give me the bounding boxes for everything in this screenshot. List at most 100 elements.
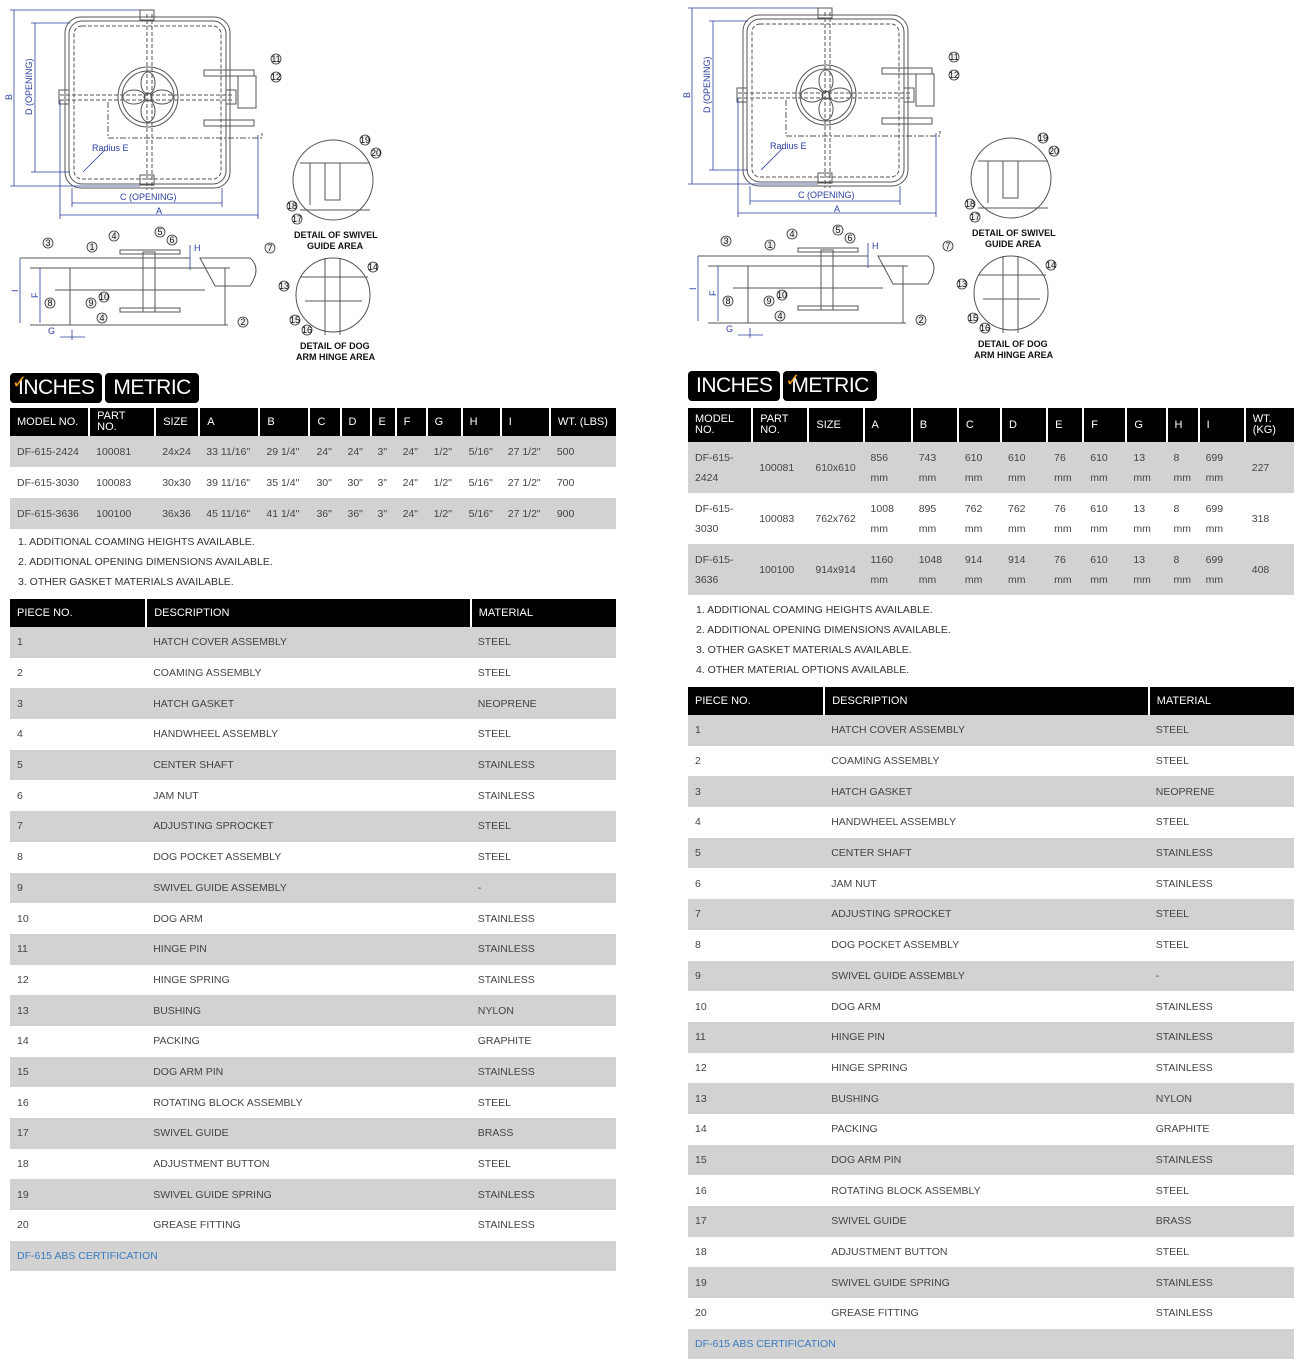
table-cell: 100083: [96, 476, 132, 489]
table-cell: STAINLESS: [477, 973, 535, 986]
column-header: H: [461, 408, 502, 436]
callout-number: 14: [1046, 260, 1056, 270]
callout-marker: [720, 235, 732, 247]
tab-inches[interactable]: ✓INCHES: [10, 372, 103, 403]
table-cell: 1: [688, 715, 825, 746]
table-cell: 8: [695, 939, 701, 952]
callout-number: 9: [88, 298, 93, 308]
note: 4. OTHER MATERIAL OPTIONS AVAILABLE.: [696, 664, 910, 676]
callout-number: 2: [918, 315, 923, 325]
callout-number: 4: [789, 229, 794, 239]
table-cell: GRAPHITE: [1155, 1123, 1210, 1136]
table-cell: 5/16": [461, 498, 501, 529]
column-header: DESCRIPTION: [824, 687, 1150, 715]
table-cell: 610 mm: [1083, 442, 1127, 493]
callout-number: 6: [169, 235, 174, 245]
table-cell: HANDWHEEL ASSEMBLY: [831, 816, 957, 829]
table-cell: 41 1/4": [259, 498, 310, 529]
table-cell: ADJUSTMENT BUTTON: [153, 1158, 270, 1171]
callout-marker: [85, 297, 97, 309]
table-cell: 19: [688, 1267, 825, 1299]
callout-marker: [844, 232, 856, 244]
callout-marker: [764, 239, 776, 251]
table-cell: STAINLESS: [1155, 1061, 1213, 1074]
callout-number: 14: [368, 262, 378, 272]
table-cell: 100081: [752, 442, 809, 493]
table-cell: 8 mm: [1166, 544, 1199, 595]
column-header: WT. (LBS): [549, 408, 616, 436]
callout-number: 16: [980, 323, 990, 333]
table-cell: 699 mm: [1198, 544, 1245, 595]
column-header: PIECE NO.: [10, 599, 148, 627]
table-cell: DOG ARM: [831, 1000, 881, 1013]
hatch-diagram: B D (OPENING) C (OPENING) A Radius E H I…: [4, 9, 382, 362]
table-cell: DOG ARM: [153, 912, 203, 925]
callout-number: 2: [240, 317, 245, 327]
callout-number: 7: [945, 241, 950, 251]
table-cell: DOG ARM PIN: [146, 1056, 471, 1088]
table-cell: STAINLESS: [470, 749, 616, 781]
tab-inches[interactable]: INCHES: [688, 371, 781, 401]
table-cell: 743 mm: [911, 442, 958, 493]
table-cell: SWIVEL GUIDE: [146, 1118, 471, 1149]
table-cell: 1/2": [426, 436, 462, 467]
abs-certification-link[interactable]: DF-615 ABS CERTIFICATION: [10, 1240, 616, 1272]
abs-certification-link[interactable]: DF-615 ABS CERTIFICATION: [688, 1328, 1294, 1360]
column-header: G: [1126, 408, 1168, 442]
callout-marker: [948, 69, 960, 81]
table-cell: STAINLESS: [1148, 837, 1294, 869]
table-cell: 11: [688, 1021, 825, 1053]
dim-g-label: G: [726, 324, 733, 334]
table-cell: HATCH GASKET: [824, 776, 1149, 808]
callout-marker: [301, 324, 313, 336]
tab-metric[interactable]: METRIC: [105, 373, 199, 403]
table-cell: NYLON: [470, 995, 616, 1026]
tab-label: METRIC: [113, 376, 191, 399]
table-cell: STAINLESS: [1155, 1000, 1213, 1013]
callout-marker: [264, 242, 276, 254]
table-cell: 27 1/2": [500, 498, 550, 529]
column-header: A: [863, 408, 913, 442]
table-cell: 610 mm: [1083, 544, 1127, 595]
table-cell: 20: [17, 1219, 29, 1232]
table-cell: 318: [1251, 512, 1270, 525]
table-cell: GREASE FITTING: [831, 1307, 919, 1320]
swivel-detail-subtitle: GUIDE AREA: [307, 241, 364, 251]
table-cell: 35 1/4": [266, 476, 300, 489]
tab-metric[interactable]: ✓METRIC: [783, 370, 877, 401]
table-cell: DF-615-3030: [695, 502, 734, 535]
table-cell: STEEL: [477, 1096, 512, 1109]
column-header: MATERIAL: [1148, 687, 1294, 715]
table-cell: BUSHING: [824, 1083, 1149, 1114]
table-cell: 24": [395, 436, 427, 467]
table-cell: 914 mm: [957, 544, 1001, 595]
table-cell: NEOPRENE: [470, 688, 616, 720]
table-cell: 100100: [752, 544, 809, 595]
dim-i-label: I: [10, 289, 20, 292]
table-cell: 39 11/16": [206, 476, 251, 489]
table-cell: HATCH COVER ASSEMBLY: [824, 715, 1149, 746]
table-cell: 100081: [89, 436, 156, 467]
swivel-detail-subtitle: GUIDE AREA: [985, 239, 1042, 249]
callout-number: 10: [99, 292, 109, 302]
callout-number: 13: [957, 279, 967, 289]
table-cell: STEEL: [1148, 715, 1294, 746]
callout-marker: [291, 213, 303, 225]
callout-marker: [915, 314, 927, 326]
table-cell: DF-615-3030: [17, 476, 79, 489]
callout-number: 18: [965, 199, 975, 209]
table-cell: STEEL: [477, 728, 512, 741]
